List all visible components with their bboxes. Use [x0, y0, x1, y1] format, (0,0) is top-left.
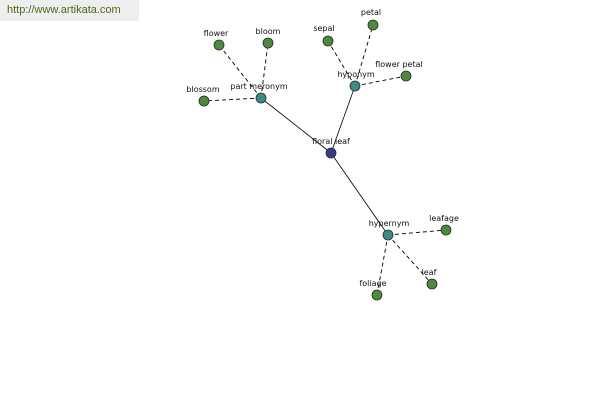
node-leaf-label[interactable]: leaf	[422, 268, 437, 277]
edge-hyponym-to-petal	[354, 24, 374, 87]
node-bloom-dot[interactable]	[262, 37, 274, 49]
edge-hypernym-to-foliage	[376, 234, 389, 296]
edge-hypernym-to-leafage	[387, 229, 447, 236]
edge-floral-leaf-to-part-meronym	[260, 97, 332, 154]
node-floral-leaf[interactable]: floral leaf	[312, 137, 350, 159]
node-blossom-dot[interactable]	[198, 95, 210, 107]
node-flower-petal[interactable]: flower petal	[375, 60, 423, 82]
node-leaf[interactable]: leaf	[422, 268, 438, 290]
node-leafage-dot[interactable]	[440, 224, 452, 236]
node-sepal-dot[interactable]	[322, 35, 334, 47]
node-part-meronym-dot[interactable]	[255, 92, 267, 104]
node-hypernym-label[interactable]: hypernym	[369, 219, 410, 228]
graph-nodes: floral leaf part meronym hyponym hypernym fl…	[186, 8, 459, 301]
node-foliage[interactable]: foliage	[359, 279, 387, 301]
edge-hyponym-to-sepal	[327, 40, 356, 87]
node-sepal[interactable]: sepal	[313, 24, 335, 47]
node-hypernym-dot[interactable]	[382, 229, 394, 241]
node-hypernym[interactable]: hypernym	[369, 219, 410, 241]
node-leafage-label[interactable]: leafage	[429, 214, 459, 223]
node-hyponym-label[interactable]: hyponym	[337, 70, 375, 79]
node-bloom-label[interactable]: bloom	[256, 27, 281, 36]
node-hyponym[interactable]: hyponym	[337, 70, 375, 92]
node-petal[interactable]: petal	[361, 8, 381, 31]
node-petal-dot[interactable]	[367, 19, 379, 31]
graph-edges	[203, 24, 447, 296]
node-part-meronym-label[interactable]: part meronym	[230, 82, 287, 91]
node-floral-leaf-label[interactable]: floral leaf	[312, 137, 350, 146]
node-floral-leaf-dot[interactable]	[325, 147, 337, 159]
edge-hypernym-to-leaf	[387, 234, 433, 285]
node-foliage-dot[interactable]	[371, 289, 383, 301]
node-flower[interactable]: flower	[204, 29, 229, 51]
node-flower-dot[interactable]	[213, 39, 225, 51]
node-foliage-label[interactable]: foliage	[359, 279, 386, 288]
node-part-meronym[interactable]: part meronym	[230, 82, 288, 104]
edge-part-meronym-to-bloom	[260, 42, 269, 99]
node-leafage[interactable]: leafage	[429, 214, 459, 236]
edge-part-meronym-to-flower	[218, 44, 262, 99]
node-flower-label[interactable]: flower	[204, 29, 229, 38]
node-flower-petal-dot[interactable]	[400, 70, 412, 82]
node-hyponym-dot[interactable]	[349, 80, 361, 92]
site-url-banner: http://www.artikata.com	[0, 0, 139, 21]
node-sepal-label[interactable]: sepal	[313, 24, 334, 33]
node-petal-label[interactable]: petal	[361, 8, 381, 17]
site-url-link[interactable]: http://www.artikata.com	[7, 4, 121, 16]
node-blossom-label[interactable]: blossom	[186, 85, 219, 94]
node-flower-petal-label[interactable]: flower petal	[375, 60, 423, 69]
node-blossom[interactable]: blossom	[186, 85, 220, 107]
node-leaf-dot[interactable]	[426, 278, 438, 290]
edge-hyponym-to-flower-petal	[354, 75, 407, 87]
node-bloom[interactable]: bloom	[256, 27, 281, 49]
edge-floral-leaf-to-hyponym	[330, 85, 356, 154]
edge-floral-leaf-to-hypernym	[330, 152, 389, 236]
edge-part-meronym-to-blossom	[203, 97, 262, 102]
